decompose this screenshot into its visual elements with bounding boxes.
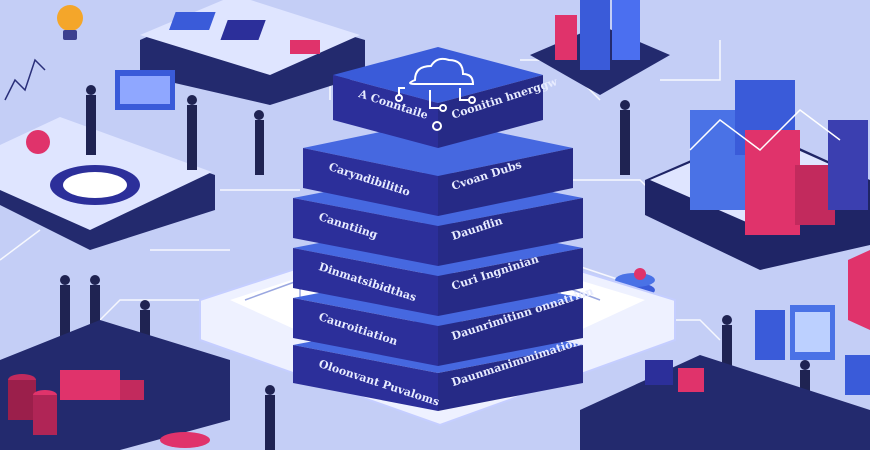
tier-right-face bbox=[438, 75, 543, 148]
bottom-right-platform bbox=[580, 250, 870, 450]
top-bar-chart bbox=[530, 0, 670, 95]
tier-left-face bbox=[303, 148, 438, 216]
tier-right-face bbox=[438, 298, 583, 366]
top-dashboard-platform bbox=[140, 0, 365, 105]
tier-left-face bbox=[293, 345, 438, 411]
left-ring-platform bbox=[0, 70, 215, 250]
tier-right-face bbox=[438, 198, 583, 266]
cloud-network-icon bbox=[395, 57, 476, 131]
tier-right-face bbox=[438, 248, 583, 316]
bottom-left-platform bbox=[0, 320, 230, 450]
tier-right-face bbox=[438, 345, 583, 411]
lightbulb-icon bbox=[57, 5, 83, 40]
tier-left-face bbox=[293, 298, 438, 366]
tier-left-face bbox=[293, 198, 438, 266]
right-bar-chart bbox=[645, 80, 870, 270]
tier-left-face bbox=[333, 75, 438, 148]
tier-right-face bbox=[438, 148, 573, 216]
mini-line-chart bbox=[4, 58, 46, 101]
tier-left-face bbox=[293, 248, 438, 316]
